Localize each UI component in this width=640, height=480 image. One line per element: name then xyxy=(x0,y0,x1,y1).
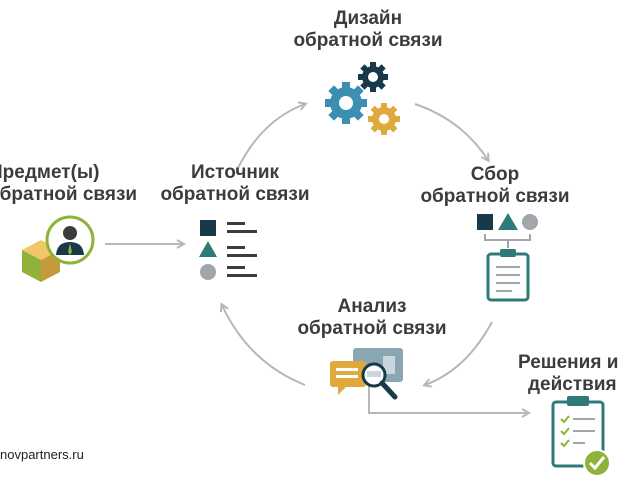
arrow-analysis-to-decisions xyxy=(368,385,528,413)
design-label: Дизайн обратной связи xyxy=(283,8,453,52)
subject-label-line1: Предмет(ы) xyxy=(0,162,100,183)
analysis-label: Анализ обратной связи xyxy=(287,296,457,340)
subject-label-line2: обратной связи xyxy=(0,184,138,205)
arrow-collect-to-analysis xyxy=(425,321,493,385)
source-label-line1: Источник xyxy=(190,162,280,183)
arrow-design-to-collect xyxy=(414,103,488,160)
source-label-line2: обратной связи xyxy=(160,184,310,205)
design-label-line2: обратной связи xyxy=(293,30,443,51)
checklist-icon xyxy=(551,396,611,477)
subject-label: Предмет(ы) обратной связи xyxy=(0,162,137,206)
analysis-label-line1: Анализ xyxy=(337,296,407,317)
decisions-label-line1: Решения и xyxy=(518,352,619,373)
collect-label: Сбор обратной связи xyxy=(410,164,580,208)
analysis-label-line2: обратной связи xyxy=(297,318,447,339)
clipboard-icon xyxy=(477,213,538,302)
collect-label-line2: обратной связи xyxy=(420,186,570,207)
collect-label-line1: Сбор xyxy=(470,164,520,185)
gears-icon xyxy=(325,62,400,135)
decisions-label: Решения и действия xyxy=(518,352,618,396)
arrow-analysis-to-source xyxy=(222,305,306,386)
arrow-source-to-design xyxy=(237,104,305,169)
chat-magnifier-icon xyxy=(330,348,403,400)
design-label-line1: Дизайн xyxy=(333,8,403,29)
footer-url[interactable]: novpartners.ru xyxy=(0,447,84,462)
shape-list-icon xyxy=(199,220,257,280)
person-box-icon xyxy=(22,215,95,282)
source-label: Источник обратной связи xyxy=(150,162,320,206)
decisions-label-line2: действия xyxy=(528,374,617,395)
